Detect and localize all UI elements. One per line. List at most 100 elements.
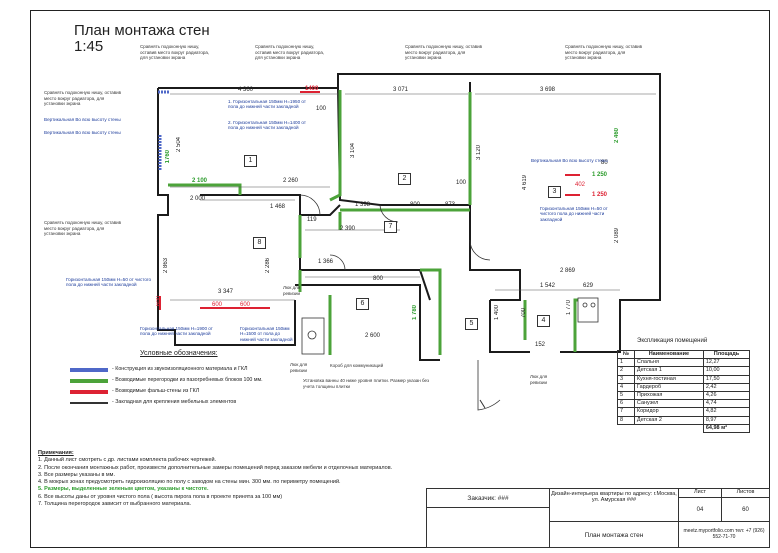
dimension: 600	[240, 302, 251, 308]
table-total-row: 64,98 м²	[618, 423, 751, 433]
notes-block: Примечания: 1. Данный лист смотреть с др…	[38, 450, 418, 508]
note-line: 6. Все высоты даны от уровня чистого пол…	[38, 493, 283, 500]
customer-field: Заказчик: ###	[426, 488, 550, 508]
table-cell: Гардероб	[633, 382, 704, 392]
note-line: 4. В мокрых зонах предусмотреть гидроизо…	[38, 479, 341, 486]
embed-tag-vertical-2: Вертикальная Во всю высоту стены	[44, 130, 121, 135]
table-cell: 6	[617, 399, 635, 409]
dimension: 2 000	[190, 196, 206, 202]
drawing-scale: 1:45	[74, 38, 104, 55]
table-header-row: № Наименование Площадь	[617, 349, 751, 360]
dimension: 1 542	[540, 283, 556, 289]
note-windowsill-3: Сравнять подоконную нишу, оставив место …	[405, 44, 483, 60]
legend-swatch-false-wall	[70, 390, 108, 394]
room-number-8: 8	[253, 237, 266, 249]
room-number-3: 3	[548, 186, 561, 198]
dimension: 3 104	[350, 143, 356, 159]
drawing-sheet	[30, 10, 770, 548]
dimension: 1 250	[592, 192, 608, 198]
note-windowsill-4: Сравнять подоконную нишу, оставив место …	[565, 44, 643, 60]
column-header: №	[617, 349, 635, 360]
dimension: 2 869	[560, 268, 576, 274]
table-cell: Санузел	[633, 399, 704, 409]
dimension: 119	[307, 217, 317, 223]
legend-label: - Возводимые фальш-стены из ГКЛ	[112, 388, 200, 394]
legend-swatch-embed	[70, 402, 108, 404]
table-cell: 17,50	[702, 374, 751, 384]
dimension: 2 286	[265, 258, 271, 274]
table-cell: 2,42	[702, 382, 751, 392]
notes-heading: Примечания:	[38, 450, 74, 456]
table-cell: 4,82	[702, 407, 751, 417]
dimension: 1 780	[412, 305, 418, 321]
table-cell: 7	[617, 407, 635, 417]
legend-title: Условные обозначения:	[140, 350, 218, 357]
embed-tag-horizontal-2: 2. Горизонтальная 150мм H=1400 от пола д…	[228, 120, 306, 131]
dimension: 4 619	[522, 175, 528, 191]
dimension: 100	[316, 106, 327, 112]
embed-tag-vertical-1: Вертикальная Во всю высоту стены	[44, 117, 121, 122]
table-cell: 1	[617, 358, 635, 368]
dimension: 4 360	[238, 87, 254, 93]
dimension: 1400	[305, 86, 319, 92]
contact-info: meetz.myportfolio.com тел: +7 (926) 552-…	[678, 521, 770, 548]
embed-tag-horizontal-8: Горизонтальная 150мм H=50 от чистого пол…	[66, 277, 152, 288]
dimension: 873	[445, 202, 456, 208]
table-cell: 3	[617, 374, 635, 384]
dimension: 3 071	[393, 87, 409, 93]
table-cell: 12,27	[702, 358, 751, 368]
legend-label: - Конструкция из звукоизоляционного мате…	[112, 366, 248, 372]
note-windowsill-6: Сравнять подоконную нишу, оставив место …	[44, 220, 122, 236]
legend-label: - Закладная для крепления мебельных элем…	[112, 399, 237, 405]
dimension: 700	[521, 308, 527, 319]
note-bathtub: Установка ванны 40 ниже уровня плитки. Р…	[303, 378, 430, 389]
dimension: 2 460	[614, 128, 620, 144]
dimension: 152	[535, 342, 546, 348]
dimension: 2 089	[614, 228, 620, 244]
table-cell: 4,26	[702, 390, 751, 401]
room-number-4: 4	[537, 315, 550, 327]
dimension: 2 390	[340, 226, 356, 232]
note-line: 2. После окончания монтажных работ, прои…	[38, 464, 393, 471]
dimension: 2 100	[192, 178, 208, 184]
table-cell: Коридор	[633, 407, 704, 417]
dimension: 1760	[165, 150, 171, 164]
legend-swatch-partition	[70, 379, 108, 383]
sheet-number: 04	[678, 497, 722, 522]
dimension: 80	[601, 160, 608, 166]
room-number-5: 5	[465, 318, 478, 330]
project-field: Дизайн-интерьера квартиры по адресу: г.М…	[549, 488, 679, 522]
column-header: Наименование	[633, 349, 704, 360]
drawing-name: План монтажа стен	[549, 521, 679, 548]
note-windowsill-1: Сравнять подоконную нишу, оставив место …	[140, 44, 210, 60]
dimension: 402	[575, 182, 586, 188]
sheets-count: 60	[721, 497, 770, 522]
note-line: 1. Данный лист смотреть с др. листами ко…	[38, 457, 217, 464]
table-cell: 10,00	[702, 366, 751, 376]
dimension: 3 698	[540, 87, 556, 93]
dimension: 1 398	[355, 202, 371, 208]
dimension: 1 770	[566, 300, 572, 316]
dimension: 1 400	[494, 305, 500, 321]
table-cell: Кухня-гостиная	[633, 374, 704, 384]
total-area: 64,98 м²	[702, 423, 751, 433]
table-cell: 4	[617, 382, 635, 392]
note-revision-hatch-1: Люк для ревизии	[290, 362, 308, 373]
table-cell: 8,97	[702, 415, 751, 425]
dimension: 629	[583, 283, 594, 289]
dimension: 2 504	[176, 137, 182, 153]
dimension: 3 347	[218, 289, 234, 295]
table-cell: 2	[617, 366, 635, 376]
note-windowsill-2: Сравнять подоконную нишу, оставив место …	[255, 44, 325, 60]
room-number-1: 1	[244, 155, 257, 167]
note-line: 5. Размеры, выделенные зеленым цветом, у…	[38, 486, 209, 493]
